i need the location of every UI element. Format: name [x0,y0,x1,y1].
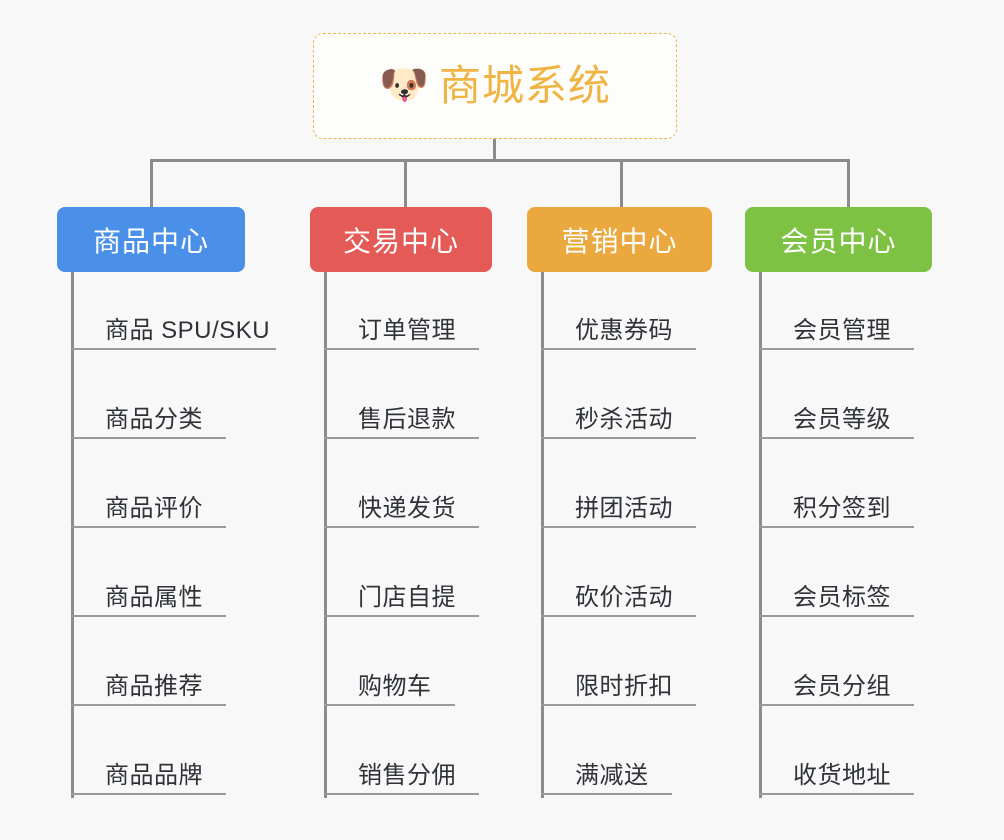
branch-drop-connector-4 [847,159,850,207]
branch-node-3[interactable]: 营销中心 [527,207,712,272]
leaf-label: 拼团活动 [575,494,673,522]
leaf-item[interactable]: 收货地址 [759,726,914,795]
leaf-label: 砍价活动 [575,583,673,611]
leaf-item[interactable]: 砍价活动 [541,548,696,617]
root-title: 商城系统 [438,62,611,109]
leaf-item[interactable]: 会员标签 [759,548,914,617]
branch-node-1[interactable]: 商品中心 [57,207,245,272]
root-node[interactable]: 🐶 商城系统 [313,33,677,139]
root-stem-connector [493,139,496,161]
leaf-label: 售后退款 [358,405,456,433]
leaf-label: 限时折扣 [575,672,673,700]
leaf-label: 收货地址 [793,761,891,789]
leaf-item[interactable]: 商品 SPU/SKU [71,281,276,350]
branch-drop-connector-3 [620,159,623,207]
branch-stem-connector-2 [324,272,327,284]
branch-stem-connector-3 [541,272,544,284]
leaf-item[interactable]: 会员等级 [759,370,914,439]
leaf-item[interactable]: 秒杀活动 [541,370,696,439]
leaf-item[interactable]: 会员分组 [759,637,914,706]
leaf-item[interactable]: 商品推荐 [71,637,226,706]
leaf-item[interactable]: 快递发货 [324,459,479,528]
leaf-item[interactable]: 拼团活动 [541,459,696,528]
shiba-dog-face-icon: 🐶 [378,63,429,107]
leaf-item[interactable]: 满减送 [541,726,672,795]
branch-label-2: 交易中心 [342,225,459,257]
leaf-label: 优惠券码 [575,316,673,344]
leaf-item[interactable]: 商品评价 [71,459,226,528]
branch-drop-connector-2 [404,159,407,207]
leaf-trunk-2 [324,281,327,798]
leaf-label: 满减送 [575,761,649,789]
branch-label-3: 营销中心 [561,225,678,257]
leaf-label: 门店自提 [358,583,456,611]
branch-label-4: 会员中心 [780,225,897,257]
leaf-label: 商品推荐 [105,672,203,700]
leaf-label: 会员分组 [793,672,891,700]
branch-stem-connector-4 [759,272,762,284]
leaf-item[interactable]: 会员管理 [759,281,914,350]
leaf-label: 会员等级 [793,405,891,433]
leaf-trunk-1 [71,281,74,798]
leaf-item[interactable]: 销售分佣 [324,726,479,795]
leaf-label: 商品属性 [105,583,203,611]
leaf-item[interactable]: 售后退款 [324,370,479,439]
leaf-trunk-4 [759,281,762,798]
leaf-item[interactable]: 商品分类 [71,370,226,439]
leaf-label: 订单管理 [358,316,456,344]
branch-label-1: 商品中心 [92,225,209,257]
leaf-label: 快递发货 [358,494,456,522]
leaf-item[interactable]: 门店自提 [324,548,479,617]
branch-node-2[interactable]: 交易中心 [310,207,492,272]
branch-drop-connector-1 [150,159,153,207]
leaf-label: 商品 SPU/SKU [105,316,271,344]
leaf-label: 积分签到 [793,494,891,522]
leaf-label: 商品分类 [105,405,203,433]
leaf-label: 销售分佣 [358,761,456,789]
branch-stem-connector-1 [71,272,74,284]
branch-bus-connector [150,159,850,162]
leaf-label: 商品品牌 [105,761,203,789]
leaf-item[interactable]: 购物车 [324,637,455,706]
leaf-item[interactable]: 积分签到 [759,459,914,528]
leaf-label: 秒杀活动 [575,405,673,433]
leaf-item[interactable]: 限时折扣 [541,637,696,706]
leaf-item[interactable]: 订单管理 [324,281,479,350]
leaf-label: 会员标签 [793,583,891,611]
leaf-trunk-3 [541,281,544,798]
leaf-item[interactable]: 优惠券码 [541,281,696,350]
leaf-item[interactable]: 商品属性 [71,548,226,617]
leaf-label: 商品评价 [105,494,203,522]
leaf-label: 会员管理 [793,316,891,344]
leaf-item[interactable]: 商品品牌 [71,726,226,795]
leaf-label: 购物车 [358,672,432,700]
branch-node-4[interactable]: 会员中心 [745,207,932,272]
